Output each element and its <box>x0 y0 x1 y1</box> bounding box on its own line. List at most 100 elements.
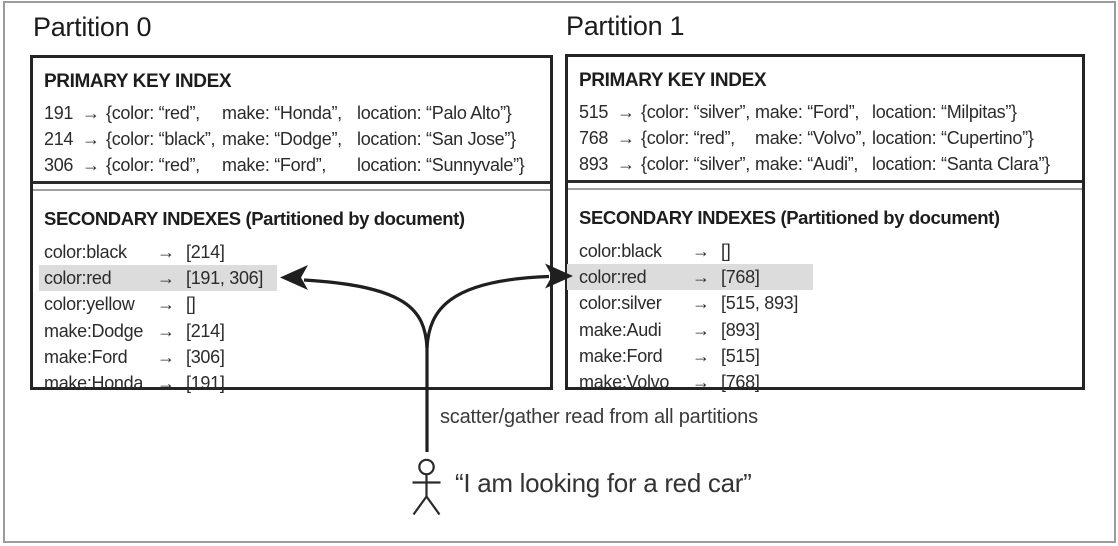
posting-list: [] <box>186 294 196 315</box>
posting-list: [768] <box>721 267 760 288</box>
primary-index-row: 893 → {color: “silver”, make: “Audi”, lo… <box>579 151 1078 177</box>
posting-list: [515, 893] <box>721 293 799 314</box>
row-highlight <box>567 264 813 291</box>
doc-color-field: {color: “silver”, <box>641 102 750 122</box>
maps-to-arrow: → <box>82 129 100 149</box>
partition-1-box: PRIMARY KEY INDEX 515 → {color: “silver”… <box>565 54 1085 392</box>
index-term: make:Audi <box>579 319 662 340</box>
doc-color-field: {color: “red”, <box>641 128 735 148</box>
doc-id: 191 <box>44 103 74 123</box>
secondary-index-row: color:black → [] <box>579 238 1078 264</box>
primary-index-row: 515 → {color: “silver”, make: “Ford”, lo… <box>579 99 1078 125</box>
secondary-index-rows: color:black → [214] color:red → [191, 30… <box>39 239 546 396</box>
maps-to-arrow: → <box>692 345 710 366</box>
primary-index-rows: 515 → {color: “silver”, make: “Ford”, lo… <box>579 99 1078 177</box>
posting-list: [214] <box>186 320 225 341</box>
doc-id: 515 <box>579 102 609 122</box>
primary-index-rows: 191 → {color: “red”, make: “Honda”, loca… <box>44 100 546 178</box>
secondary-index-rows: color:black → [] color:red → [768] color… <box>567 238 1078 395</box>
doc-color-field: {color: “red”, <box>106 155 200 175</box>
index-term: color:black <box>579 241 662 261</box>
doc-location-field: location: “Sunnyvale”} <box>357 155 525 175</box>
doc-location-field: location: “San Jose”} <box>357 129 516 149</box>
doc-make-field: make: “Volvo”, <box>755 128 866 148</box>
maps-to-arrow: → <box>692 319 710 340</box>
maps-to-arrow: → <box>617 102 635 122</box>
secondary-indexes-heading: SECONDARY INDEXES (Partitioned by docume… <box>44 208 465 229</box>
doc-id: 214 <box>44 129 74 149</box>
doc-make-field: make: “Honda”, <box>222 103 342 123</box>
primary-index-row: 306 → {color: “red”, make: “Ford”, locat… <box>44 152 546 178</box>
primary-index-row: 214 → {color: “black”, make: “Dodge”, lo… <box>44 126 546 152</box>
posting-list: [] <box>721 241 731 261</box>
maps-to-arrow: → <box>692 241 710 261</box>
index-term: make:Volvo <box>579 371 670 392</box>
maps-to-arrow: → <box>617 154 635 174</box>
user-query-quote: “I am looking for a red car” <box>455 468 752 498</box>
partition-1-title: Partition 1 <box>566 11 685 41</box>
doc-location-field: location: “Palo Alto”} <box>357 103 512 123</box>
index-term: color:black <box>44 242 127 262</box>
doc-color-field: {color: “black”, <box>106 129 216 149</box>
posting-list: [306] <box>186 346 225 367</box>
section-divider <box>33 181 550 191</box>
secondary-index-row: make:Ford → [306] <box>44 344 546 370</box>
doc-location-field: location: “Santa Clara”} <box>872 154 1050 174</box>
primary-key-index-heading: PRIMARY KEY INDEX <box>44 71 232 92</box>
doc-make-field: make: “Dodge”, <box>222 129 342 149</box>
doc-color-field: {color: “silver”, <box>641 154 750 174</box>
index-term: make:Honda <box>44 372 144 393</box>
index-term: make:Ford <box>44 346 128 367</box>
index-term: make:Ford <box>579 345 663 366</box>
maps-to-arrow: → <box>82 155 100 175</box>
maps-to-arrow: → <box>157 242 175 262</box>
scatter-gather-label: scatter/gather read from all partitions <box>440 406 758 428</box>
secondary-index-row: color:black → [214] <box>44 239 546 265</box>
secondary-index-row-highlighted: color:red → [768] <box>567 264 1078 291</box>
row-highlight <box>39 265 277 292</box>
maps-to-arrow: → <box>692 293 710 314</box>
secondary-indexes-heading: SECONDARY INDEXES (Partitioned by docume… <box>579 207 1000 228</box>
maps-to-arrow: → <box>692 267 710 288</box>
doc-id: 768 <box>579 128 609 148</box>
posting-list: [515] <box>721 345 760 366</box>
secondary-index-row: make:Volvo → [768] <box>579 369 1078 395</box>
primary-index-row: 768 → {color: “red”, make: “Volvo”, loca… <box>579 125 1078 151</box>
doc-id: 893 <box>579 154 609 174</box>
maps-to-arrow: → <box>157 320 175 341</box>
doc-id: 306 <box>44 155 74 175</box>
index-term: make:Dodge <box>44 320 144 341</box>
posting-list: [768] <box>721 371 760 392</box>
partition-0-title: Partition 0 <box>33 12 152 42</box>
maps-to-arrow: → <box>82 103 100 123</box>
partition-0-box: PRIMARY KEY INDEX 191 → {color: “red”, m… <box>30 55 553 393</box>
secondary-index-row: make:Ford → [515] <box>579 343 1078 369</box>
index-term: color:silver <box>579 293 662 314</box>
doc-make-field: make: “Ford”, <box>222 155 327 175</box>
doc-make-field: make: “Ford”, <box>755 102 860 122</box>
section-divider <box>568 180 1082 190</box>
doc-location-field: location: “Cupertino”} <box>872 128 1034 148</box>
maps-to-arrow: → <box>692 371 710 392</box>
secondary-index-row: color:silver → [515, 893] <box>579 290 1078 316</box>
posting-list: [191, 306] <box>186 268 264 289</box>
posting-list: [191] <box>186 372 225 393</box>
secondary-index-row: make:Audi → [893] <box>579 317 1078 343</box>
maps-to-arrow: → <box>157 372 175 393</box>
secondary-index-row: make:Honda → [191] <box>44 370 546 396</box>
secondary-index-row: make:Dodge → [214] <box>44 318 546 344</box>
doc-make-field: make: “Audi”, <box>755 154 859 174</box>
secondary-index-row-highlighted: color:red → [191, 306] <box>39 265 546 292</box>
doc-color-field: {color: “red”, <box>106 103 200 123</box>
primary-index-row: 191 → {color: “red”, make: “Honda”, loca… <box>44 100 546 126</box>
maps-to-arrow: → <box>157 294 175 315</box>
doc-location-field: location: “Milpitas”} <box>872 102 1017 122</box>
index-term: color:red <box>44 268 112 289</box>
person-icon <box>412 458 441 516</box>
secondary-index-row: color:yellow → [] <box>44 291 546 317</box>
index-term: color:red <box>579 267 647 288</box>
maps-to-arrow: → <box>157 346 175 367</box>
maps-to-arrow: → <box>157 268 175 289</box>
posting-list: [214] <box>186 242 225 262</box>
index-term: color:yellow <box>44 294 135 315</box>
